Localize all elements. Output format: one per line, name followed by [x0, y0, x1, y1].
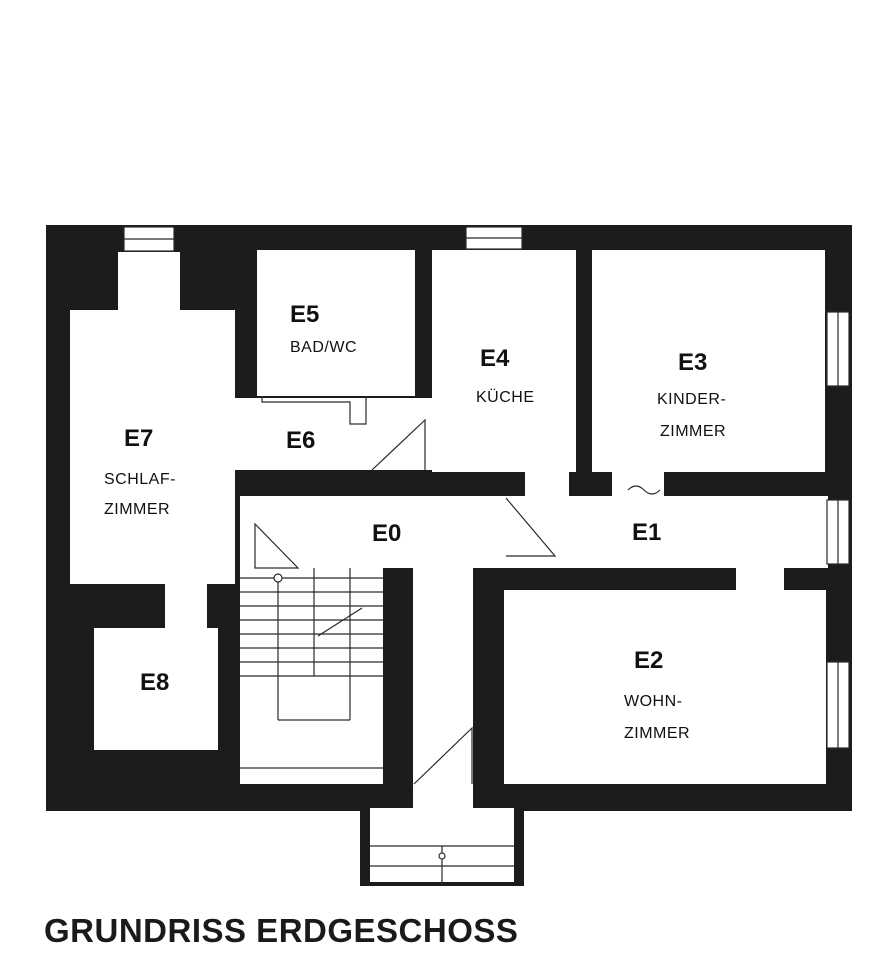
room-e7-niche	[118, 252, 180, 312]
label-e2-code: E2	[634, 647, 663, 674]
door-stair	[254, 522, 300, 569]
plan-caption: GRUNDRISS ERDGESCHOSS	[44, 912, 519, 949]
door-entry	[413, 726, 473, 785]
passage-e3	[612, 470, 664, 498]
room-e3	[592, 250, 825, 472]
label-e4-code: E4	[480, 345, 510, 372]
doors	[254, 418, 661, 785]
windows	[123, 226, 850, 749]
room-e6-ext	[417, 398, 477, 470]
room-e5	[257, 250, 415, 396]
label-e5-code: E5	[290, 301, 319, 328]
room-e8	[94, 628, 218, 750]
room-e6	[235, 398, 417, 470]
label-e0-code: E0	[372, 520, 401, 547]
entry-hall	[413, 568, 473, 811]
room-e0-e1	[240, 496, 808, 568]
passage-e8	[165, 584, 207, 630]
label-e2-name2: ZIMMER	[624, 725, 690, 742]
label-e5-name: BAD/WC	[290, 339, 357, 356]
label-e7-name2: ZIMMER	[104, 501, 170, 518]
label-e3-code: E3	[678, 349, 707, 376]
passage-e4	[525, 470, 569, 498]
label-e8-code: E8	[140, 669, 169, 696]
door-e3	[627, 485, 661, 495]
door-e4	[371, 418, 426, 471]
label-e2-name1: WOHN-	[624, 693, 682, 710]
room-e2	[504, 590, 826, 784]
room-labels: E5 BAD/WC E4 KÜCHE E3 KINDER- ZIMMER E7 …	[104, 301, 726, 742]
bathtub-outline	[261, 396, 367, 425]
room-e7	[70, 310, 235, 584]
label-e3-name1: KINDER-	[657, 391, 726, 408]
staircase	[240, 568, 383, 769]
entrance-step	[360, 808, 524, 886]
label-e6-code: E6	[286, 427, 315, 454]
label-e3-name2: ZIMMER	[660, 423, 726, 440]
room-e1-end	[808, 496, 828, 568]
label-e4-name: KÜCHE	[476, 388, 535, 406]
label-e1-code: E1	[632, 519, 661, 546]
label-e7-code: E7	[124, 425, 153, 452]
label-e7-name1: SCHLAF-	[104, 471, 176, 488]
door-e0-e1	[505, 497, 557, 557]
passage-e2	[736, 568, 784, 592]
